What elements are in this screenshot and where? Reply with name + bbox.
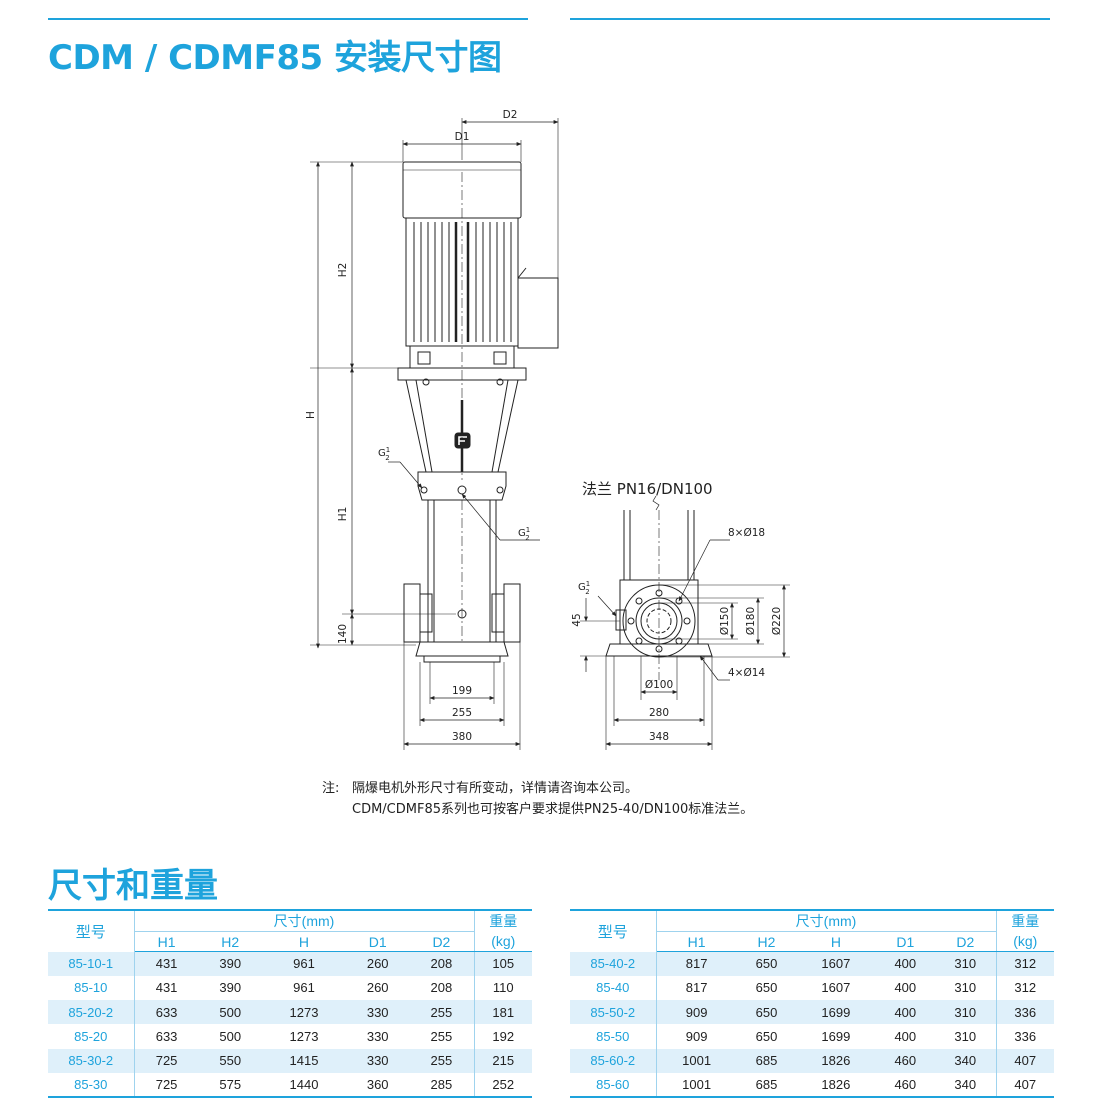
header-h2: H2 [736, 931, 797, 952]
header-dims: 尺寸(mm) [134, 910, 474, 932]
label-8-holes: 8×Ø18 [728, 527, 765, 539]
label-199: 199 [452, 685, 472, 697]
header-weight-unit: (kg) [473, 931, 532, 952]
terminal-box [517, 277, 559, 349]
note-line-1: 隔爆电机外形尺寸有所变动，详情请咨询本公司。 [352, 781, 639, 796]
label-45: 45 [571, 613, 583, 626]
label-255: 255 [452, 707, 472, 719]
label-phi150: Ø150 [719, 607, 731, 635]
installation-drawing: D1 D2 H H2 H1 140 199 255 380 Ø100 280 3… [305, 109, 790, 750]
label-H: H [305, 411, 317, 419]
label-280: 280 [649, 707, 669, 719]
header-h2: H2 [198, 931, 262, 952]
label-phi220: Ø220 [771, 607, 783, 635]
top-rule-left [48, 18, 528, 20]
label-H2: H2 [337, 263, 349, 278]
header-h: H [261, 931, 347, 952]
header-d1: D1 [346, 931, 410, 952]
note-label: 注: [322, 781, 340, 796]
label-4-holes: 4×Ø14 [728, 667, 765, 679]
header-h1: H1 [134, 931, 199, 952]
label-phi180: Ø180 [745, 607, 757, 635]
note-block: 注: 隔爆电机外形尺寸有所变动，详情请咨询本公司。 CDM/CDMF85系列也可… [322, 778, 753, 820]
label-D1: D1 [455, 131, 470, 143]
flange-spec-label: 法兰 PN16/DN100 [582, 480, 713, 498]
header-model: 型号 [48, 910, 135, 952]
header-model: 型号 [570, 910, 657, 952]
header-weight: 重量 [473, 910, 532, 932]
header-h: H [796, 931, 876, 952]
label-380: 380 [452, 731, 472, 743]
label-348: 348 [649, 731, 669, 743]
note-line-2: CDM/CDMF85系列也可按客户要求提供PN25-40/DN100标准法兰。 [352, 802, 754, 817]
page-title: CDM / CDMF85 安装尺寸图 [48, 38, 502, 78]
header-d1: D1 [875, 931, 936, 952]
header-h1: H1 [656, 931, 737, 952]
header-weight-unit: (kg) [995, 931, 1054, 952]
header-weight: 重量 [995, 910, 1054, 932]
header-d2: D2 [409, 931, 474, 952]
label-D2: D2 [503, 109, 518, 121]
section-title: 尺寸和重量 [48, 866, 218, 906]
label-H1: H1 [337, 507, 349, 522]
top-rule-right [570, 18, 1050, 20]
label-phi100: Ø100 [645, 679, 673, 691]
label-140: 140 [337, 624, 349, 644]
header-dims: 尺寸(mm) [656, 910, 996, 932]
header-d2: D2 [935, 931, 996, 952]
